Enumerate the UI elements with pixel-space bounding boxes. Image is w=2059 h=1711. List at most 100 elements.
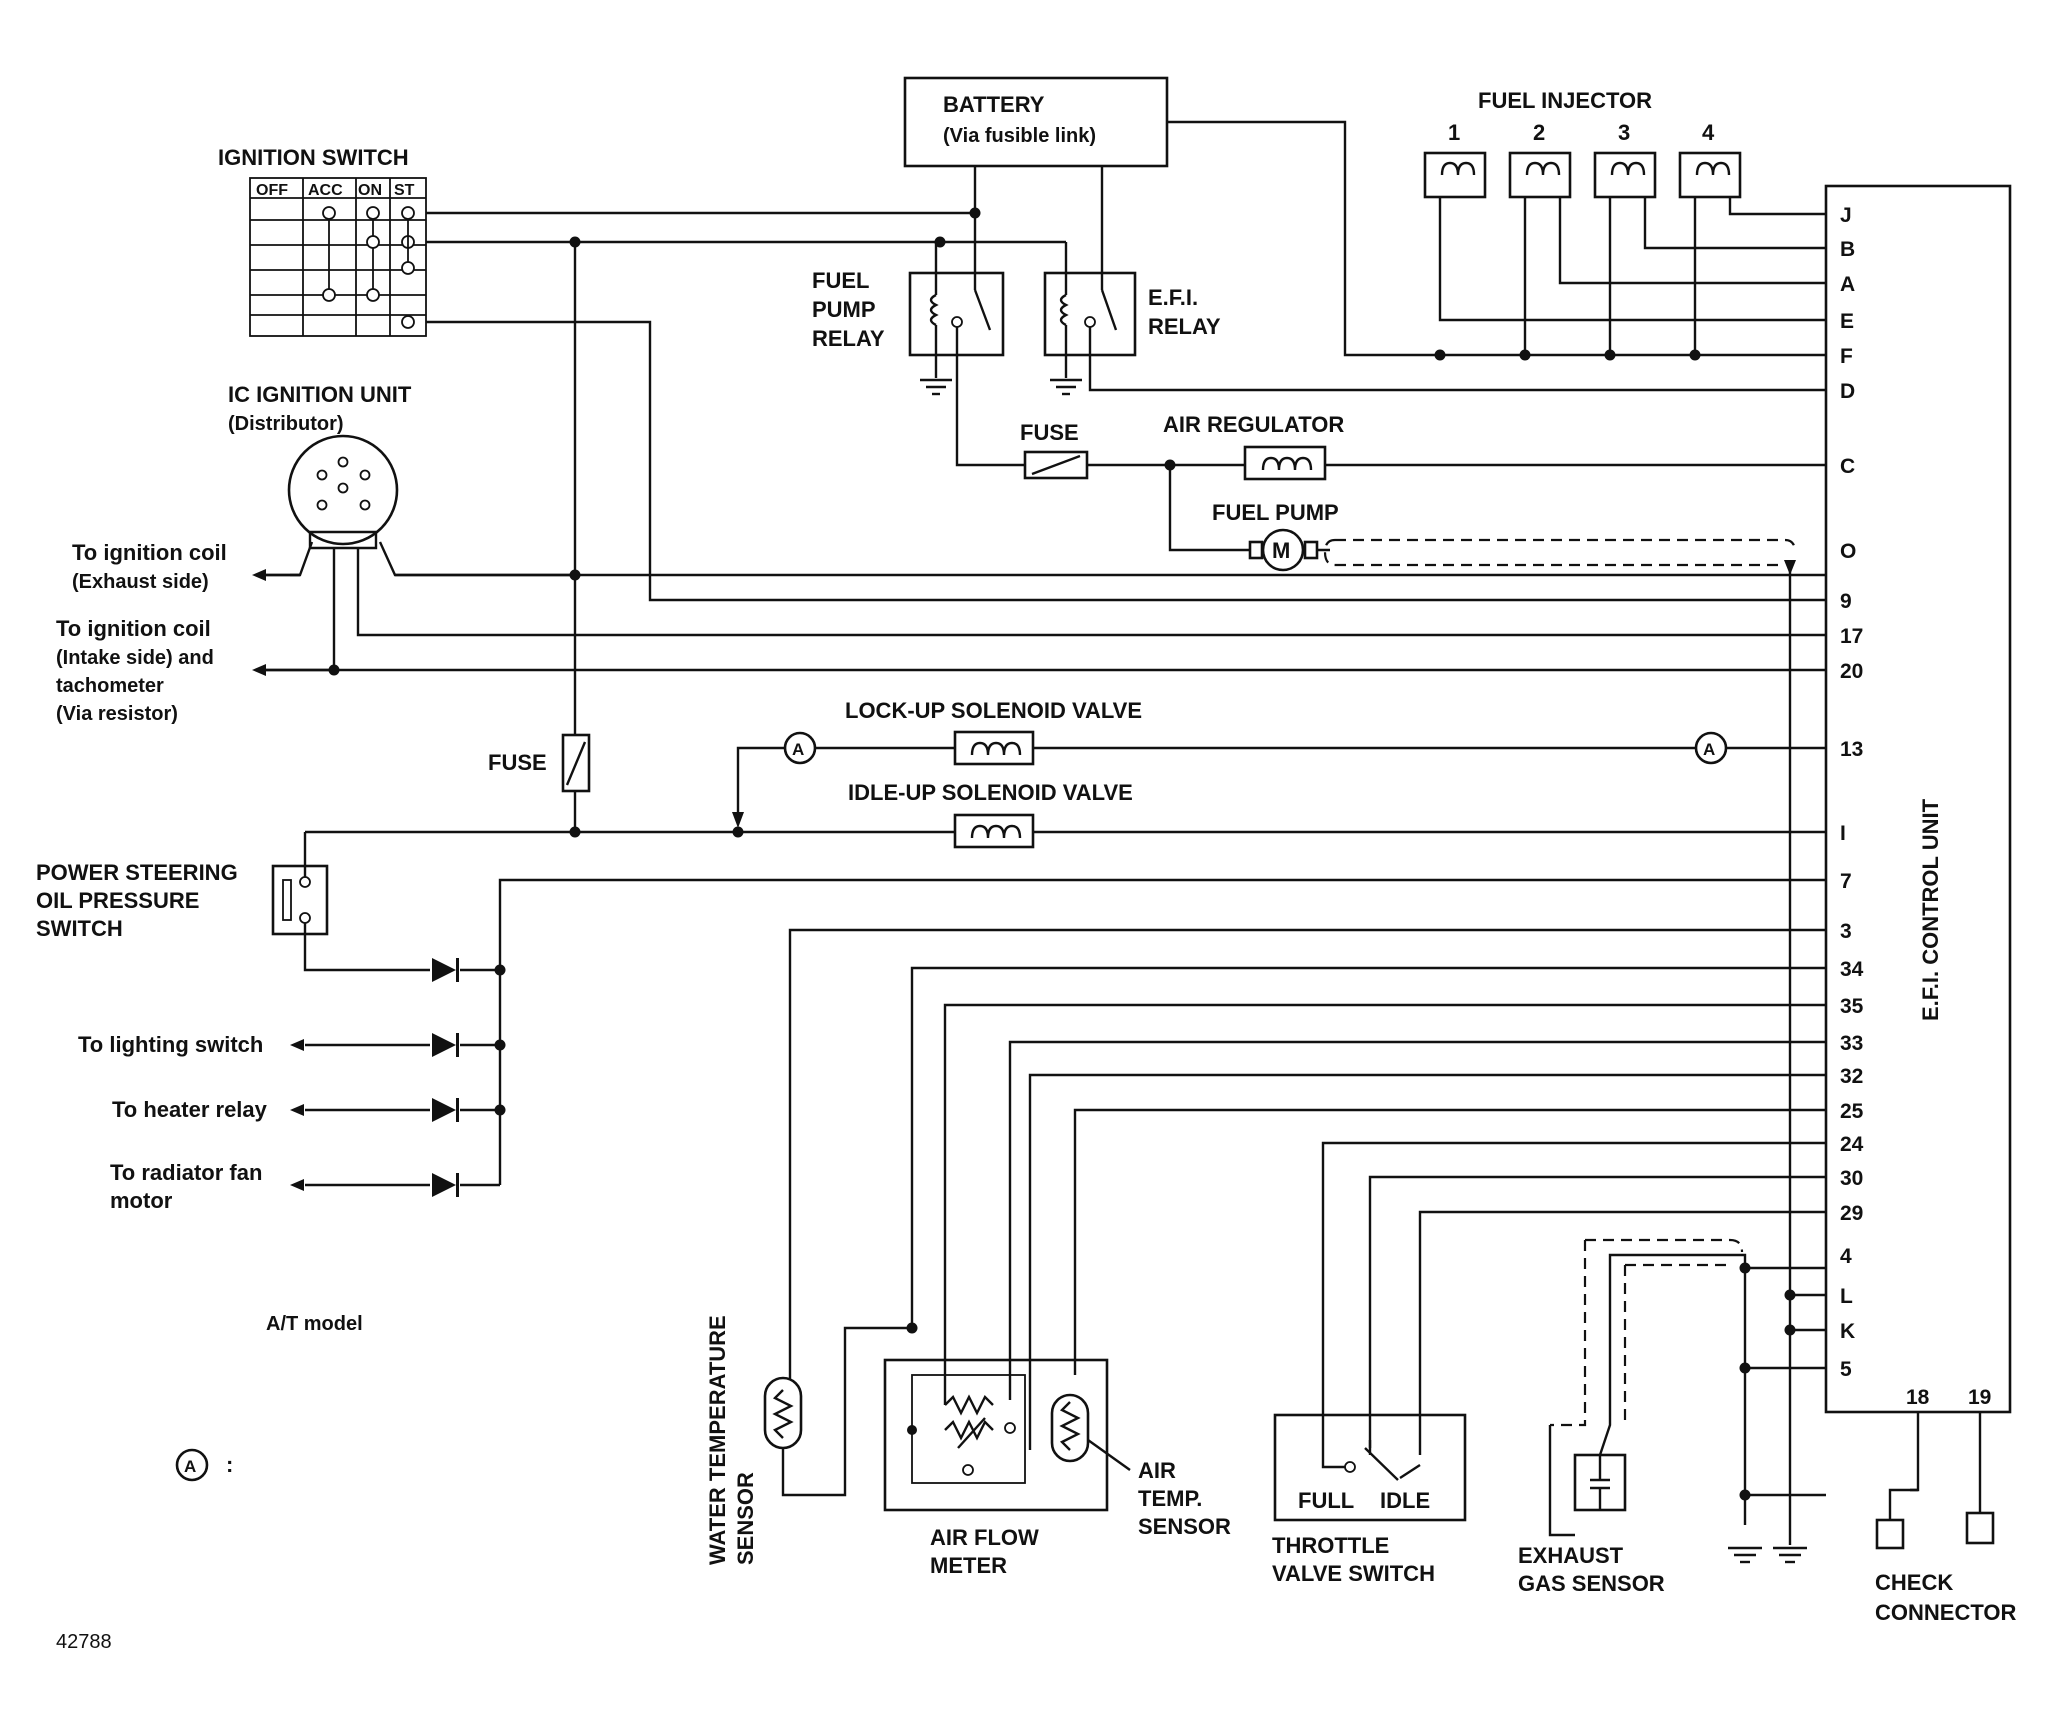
battery-sub: (Via fusible link) [943,125,1096,147]
relay-grounds [920,378,1082,396]
ecu-pin-j: J [1840,204,1852,227]
air-temp-l1: AIR [1138,1458,1176,1483]
fuse-left-label: FUSE [488,750,547,775]
exhaust-gas-sensor: EXHAUST GAS SENSOR [1518,1238,1747,1596]
to-radiator-fan-1: To radiator fan [110,1160,262,1185]
sw-on: ON [358,182,382,199]
ecu-pin-25: 25 [1840,1100,1864,1123]
fuse-left: FUSE [488,733,591,793]
legend-a-text: A [184,1457,196,1476]
ecu-pin-4: 4 [1840,1245,1852,1268]
legend-colon: : [226,1452,233,1477]
ps-switch-l2: OIL PRESSURE [36,888,199,913]
fuel-pump: FUEL PUMP M [1212,500,1797,572]
exhaust-l2: GAS SENSOR [1518,1571,1665,1596]
battery-label: BATTERY [943,92,1045,117]
ecu-pin-a: A [1840,273,1855,296]
air-flow-meter: AIR FLOW METER AIR TEMP. SENSOR [883,1358,1231,1578]
ecu-pin-9: 9 [1840,590,1852,613]
ecu-pin-b: B [1840,238,1855,261]
throttle-l1: THROTTLE [1272,1533,1389,1558]
air-flow-meter-l2: METER [930,1553,1007,1578]
ecu-pin-35: 35 [1840,995,1864,1018]
fuel-pump-relay-l3: RELAY [812,326,885,351]
diode-wiring [303,832,1826,1187]
power-steering-switch: POWER STEERING OIL PRESSURE SWITCH [36,860,329,941]
efi-relay-l1: E.F.I. [1148,285,1198,310]
legend-a: A : [175,1448,233,1482]
fuel-injectors: FUEL INJECTOR 1 2 3 4 [1423,88,1742,199]
exhaust-l1: EXHAUST [1518,1543,1624,1568]
ecu-pin-30: 30 [1840,1167,1863,1190]
fuse-top-label: FUSE [1020,420,1079,445]
efi-control-unit: E.F.I. CONTROL UNIT [1824,184,2012,1414]
fuel-pump-relay-l2: PUMP [812,297,876,322]
ecu-pin-3: 3 [1840,920,1852,943]
ps-switch-l3: SWITCH [36,916,123,941]
to-lighting-switch: To lighting switch [78,1032,263,1057]
top-wiring [426,120,1826,602]
inj-4: 4 [1702,120,1715,145]
marker-a-left-text: A [792,740,804,759]
throttle-l2: VALVE SWITCH [1272,1561,1435,1586]
to-heater-relay: To heater relay [112,1097,268,1122]
ecu-pin-d: D [1840,380,1855,403]
ecu-pin-33: 33 [1840,1032,1863,1055]
ecu-pin-34: 34 [1840,958,1864,981]
ps-switch-l1: POWER STEERING [36,860,238,885]
ecu-pin-5: 5 [1840,1358,1852,1381]
inj-1: 1 [1448,120,1460,145]
to-ign-coil-int-4: (Via resistor) [56,703,178,725]
ecu-pin-l: L [1840,1285,1853,1308]
air-temp-l3: SENSOR [1138,1514,1231,1539]
ic-ignition-unit: IC IGNITION UNIT (Distributor) [228,382,412,550]
figure-number: 42788 [56,1631,112,1653]
inj-2: 2 [1533,120,1545,145]
air-temp-l2: TEMP. [1138,1486,1202,1511]
to-ign-coil-int-3: tachometer [56,675,164,697]
fuse-top: FUSE [1020,420,1089,480]
fuel-pump-relay: FUEL PUMP RELAY [812,268,1005,357]
ecu-pin-k: K [1840,1320,1855,1343]
to-ign-coil-int-1: To ignition coil [56,616,211,641]
bottom-grounds [1728,1546,1807,1564]
ignition-coil-arrows [252,569,334,676]
ecu-pin-7: 7 [1840,870,1852,893]
marker-a-left: A [783,731,817,765]
marker-a-right-text: A [1703,740,1715,759]
fuel-pump-label: FUEL PUMP [1212,500,1339,525]
lockup-solenoid: LOCK-UP SOLENOID VALVE [845,698,1142,766]
sw-off: OFF [256,182,288,199]
ecu-pin-f: F [1840,345,1853,368]
ignition-switch-label: IGNITION SWITCH [218,145,409,170]
ecu-pin-c: C [1840,455,1855,478]
efi-relay-l2: RELAY [1148,314,1221,339]
check-connector-l1: CHECK [1875,1570,1953,1595]
idleup-solenoid: IDLE-UP SOLENOID VALVE [848,780,1133,849]
battery: BATTERY (Via fusible link) [903,76,1169,168]
check-connector-l2: CONNECTOR [1875,1600,2016,1625]
ecu-pin-o: O [1840,540,1856,563]
fuel-pump-relay-l1: FUEL [812,268,869,293]
air-regulator-label: AIR REGULATOR [1163,412,1344,437]
lockup-solenoid-label: LOCK-UP SOLENOID VALVE [845,698,1142,723]
ecu-pin-i: I [1840,822,1846,845]
ecu-pin-24: 24 [1840,1133,1864,1156]
fuel-injector-label: FUEL INJECTOR [1478,88,1652,113]
to-ign-coil-int-2: (Intake side) and [56,647,214,669]
check-connector: CHECK CONNECTOR [1875,1412,2016,1625]
tv-idle: IDLE [1380,1488,1430,1513]
ecu-pin-19: 19 [1968,1386,1991,1409]
marker-a-right: A [1694,731,1728,765]
ignition-switch: IGNITION SWITCH OFF ACC ON ST [218,145,427,337]
idleup-solenoid-label: IDLE-UP SOLENOID VALVE [848,780,1133,805]
sw-acc: ACC [308,182,343,199]
to-ign-coil-exh-1: To ignition coil [72,540,227,565]
ecu-pin-20: 20 [1840,660,1863,683]
sw-st: ST [394,182,415,199]
water-temp-l2: SENSOR [733,1472,758,1565]
water-temperature-sensor: WATER TEMPERATURE SENSOR [705,1315,912,1565]
efi-control-unit-label: E.F.I. CONTROL UNIT [1918,798,1943,1021]
fuel-pump-motor: M [1272,538,1290,563]
